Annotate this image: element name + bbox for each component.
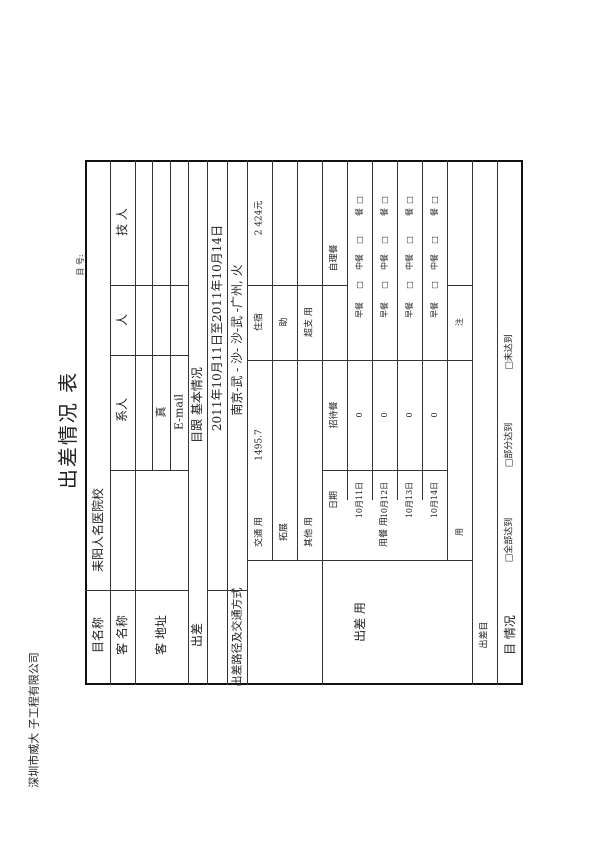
dinner-label: 餐 [430, 208, 439, 216]
note-label: 注 [455, 318, 464, 326]
meal-date: 10月14日 [430, 481, 439, 519]
breakfast-label: 早餐 [405, 302, 414, 318]
checkbox-icon[interactable]: □ [380, 196, 389, 204]
person-label: 人 [115, 313, 129, 327]
dinner-label: 餐 [355, 208, 364, 216]
tech-person-label: 技 人 [115, 208, 129, 236]
client-name-label: 客 名称 [115, 615, 129, 655]
total-label: 用 [455, 528, 464, 536]
form-title: 出差情况 表 [56, 370, 80, 490]
lunch-label: 中餐 [355, 254, 364, 270]
goal-option-partial[interactable]: □部分达到 [504, 422, 515, 468]
client-address-label: 客 地址 [154, 615, 168, 655]
dinner-label: 餐 [405, 208, 414, 216]
lunch-label: 中餐 [430, 254, 439, 270]
meal-expense-label: 用餐 用 [379, 517, 390, 547]
breakfast-label: 早餐 [380, 302, 389, 318]
checkbox-icon[interactable]: □ [355, 281, 364, 289]
goal-label: 出差目 [479, 621, 490, 649]
checkbox-icon[interactable]: □ [380, 236, 389, 244]
form-number-label: 目 号: [76, 254, 85, 276]
dinner-label: 餐 [380, 208, 389, 216]
meal-date: 10月11日 [355, 481, 364, 519]
lunch-label: 中餐 [380, 254, 389, 270]
checkbox-icon[interactable]: □ [405, 281, 414, 289]
email-label: E-mail [172, 394, 186, 430]
lodging-label: 住宿 [254, 312, 265, 332]
lunch-label: 中餐 [405, 254, 414, 270]
hospitality-value[interactable]: 0 [380, 412, 389, 418]
project-name-label: 目名称 [91, 616, 105, 654]
transport-label: 交通 用 [254, 517, 265, 547]
hospitality-value[interactable]: 0 [405, 412, 414, 418]
goal-option-none[interactable]: □未达到 [504, 334, 515, 370]
project-name-value[interactable]: 耒阳人名医院校 [91, 487, 105, 573]
hospitality-label: 招待餐 [329, 401, 340, 429]
contact-person-label: 系人 [115, 397, 129, 423]
transport-value[interactable]: 1495.7 [254, 429, 265, 461]
other-label: 其他 用 [304, 517, 315, 547]
hospitality-value[interactable]: 0 [355, 412, 364, 418]
checkbox-icon[interactable]: □ [430, 196, 439, 204]
hospitality-value[interactable]: 0 [430, 412, 439, 418]
expense-label: 出差 用 [353, 602, 367, 642]
self-meal-label: 自理餐 [329, 244, 340, 272]
overspend-label: 超支 用 [304, 307, 315, 337]
goal-option-all[interactable]: □全部达到 [504, 517, 515, 563]
checkbox-icon[interactable]: □ [380, 281, 389, 289]
checkbox-icon[interactable]: □ [430, 281, 439, 289]
route-value[interactable]: 南京-武 - 沙- 沙-武 -广州, 火 [230, 264, 244, 416]
trip-label: 出差 [190, 622, 204, 648]
trip-basic-label: 目跟 基本情况 [190, 367, 204, 443]
date-label: 日期 [329, 490, 340, 510]
meal-date: 10月13日 [405, 481, 414, 519]
breakfast-label: 早餐 [355, 302, 364, 318]
trip-dates[interactable]: 2011年10月11日至2011年10月14日 [210, 224, 224, 432]
company-name: 深圳市威大 子工程有限公司 [27, 652, 41, 788]
allowance-label: 拓展 [279, 522, 290, 542]
subsidy-label: 助 [279, 317, 290, 327]
checkbox-icon[interactable]: □ [405, 236, 414, 244]
breakfast-label: 早餐 [430, 302, 439, 318]
route-label: 出差路径及交通方式 [230, 587, 244, 687]
goal-status-label: 目 情况 [503, 615, 517, 655]
fax-label: 真 [154, 406, 168, 418]
lodging-value[interactable]: 2 424元 [254, 200, 265, 236]
checkbox-icon[interactable]: □ [355, 236, 364, 244]
checkbox-icon[interactable]: □ [430, 236, 439, 244]
checkbox-icon[interactable]: □ [355, 196, 364, 204]
meal-date: 10月12日 [380, 481, 389, 519]
checkbox-icon[interactable]: □ [405, 196, 414, 204]
